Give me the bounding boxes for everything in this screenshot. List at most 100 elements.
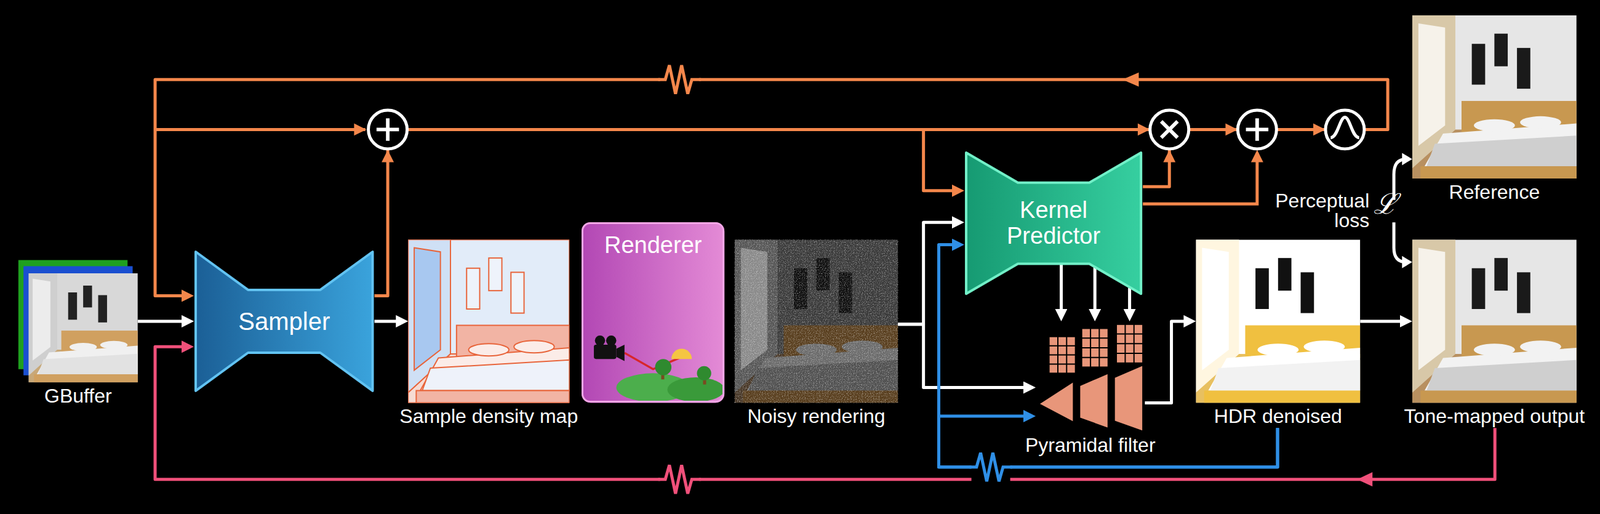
- network-block: Sampler: [193, 249, 375, 393]
- density-map-image: [408, 239, 570, 403]
- image-area: [734, 239, 898, 403]
- orange-arrowheads: [1225, 123, 1238, 136]
- pyramid-filter-icon: [1079, 372, 1108, 428]
- renderer-illustration: [606, 335, 617, 346]
- caption-holder: GBuffer: [18, 384, 138, 408]
- resistor-symbol: [658, 65, 702, 94]
- sum-node: [1237, 110, 1277, 149]
- pyramid-filter-icon: [1081, 328, 1109, 367]
- pink-arrowhead: [1356, 472, 1373, 487]
- image-caption: Pyramidal filter: [1025, 433, 1156, 457]
- image-area: [1412, 15, 1577, 179]
- resistor-symbol: [658, 464, 702, 493]
- filter-icon-node: Pyramidal filter: [1035, 321, 1145, 457]
- resistor-symbol: [658, 64, 702, 95]
- connector: [374, 319, 402, 323]
- block-label: Kernel Predictor: [982, 197, 1125, 250]
- gaussian-node: [1325, 110, 1365, 149]
- image-area: [18, 259, 138, 383]
- connector: [1128, 288, 1132, 314]
- renderer-illustration: [697, 366, 712, 381]
- loss-label: Perceptual loss: [1267, 190, 1370, 231]
- noisy-image: [734, 239, 898, 403]
- product-node: [1150, 110, 1189, 149]
- loss-arrowheads: [1401, 153, 1413, 269]
- orange-arrowheads: [1251, 150, 1264, 163]
- hdr-image: [1195, 239, 1360, 403]
- pyramid-filter-icon: [1114, 364, 1143, 432]
- loss-symbol: ℒ: [1373, 189, 1397, 218]
- label-holder: Kernel Predictor: [964, 150, 1143, 296]
- image-panel: HDR denoised: [1195, 239, 1360, 428]
- image-panel: GBuffer: [18, 259, 138, 408]
- image-panel: Noisy rendering: [734, 239, 898, 428]
- sum-node: [368, 110, 408, 149]
- renderer-illustration: [655, 358, 672, 376]
- pyramid-filter-icon: [1038, 324, 1143, 432]
- caption-holder: Sample density map: [408, 404, 570, 428]
- sum-node: [1246, 118, 1269, 141]
- gaussian-node: [1330, 117, 1359, 138]
- renderer-illustration: [616, 344, 625, 362]
- renderer-box-fill: [581, 222, 725, 403]
- pyramid-filter-icon: [1116, 324, 1143, 364]
- loss-arrowheads: [1401, 256, 1413, 269]
- image-caption: HDR denoised: [1214, 404, 1343, 428]
- connector: [1144, 321, 1189, 404]
- connector: [1059, 264, 1063, 314]
- loss-arrowheads: [1401, 153, 1413, 166]
- pyramid-filter-icon: [1116, 324, 1143, 364]
- caption-holder: Reference: [1412, 180, 1577, 204]
- pyramid-filter-icon: [1038, 381, 1074, 423]
- bowtie-shape: [966, 152, 1141, 294]
- orange-arrowheads: [381, 150, 394, 163]
- renderer-illustration: [593, 344, 616, 359]
- renderer-illustration: [667, 377, 725, 402]
- hdr-image: [1195, 239, 1360, 403]
- image-area: [1035, 321, 1145, 432]
- connector: [1360, 319, 1405, 323]
- network-block: Kernel Predictor: [964, 150, 1143, 296]
- orange-arrowheads: [1163, 150, 1176, 163]
- reference-image: [1412, 15, 1577, 179]
- tonemapped-image: [1412, 239, 1577, 403]
- orange-arrowheads: [353, 72, 1326, 163]
- orange-arrowheads: [1313, 123, 1326, 136]
- pyramid-filter-icon: [1049, 336, 1076, 374]
- density-map-image: [408, 239, 570, 403]
- image-caption: Sample density map: [399, 404, 578, 428]
- connector: [1093, 267, 1097, 314]
- image-area: [1195, 239, 1360, 403]
- gbuffer-image: [28, 273, 138, 383]
- image-area: [1412, 239, 1577, 403]
- connector: [137, 319, 187, 323]
- sum-node: [376, 118, 399, 141]
- noisy-image: [734, 239, 898, 403]
- bowtie-shape: [195, 251, 373, 391]
- resistor-symbol: [658, 464, 702, 495]
- pyramid-filter-icon: [1081, 328, 1109, 367]
- connector: [897, 222, 957, 325]
- loss-bracket: [1393, 222, 1407, 263]
- renderer-illustration: [593, 335, 725, 402]
- pyramid-filter-icon: [1049, 336, 1076, 374]
- label-holder: Sampler: [193, 249, 375, 393]
- image-caption: Reference: [1449, 180, 1541, 204]
- renderer-box: Renderer: [581, 222, 725, 403]
- orange-feedback-lines: [923, 128, 1149, 132]
- noisy-image: [734, 239, 898, 403]
- product-node: [1161, 121, 1178, 138]
- image-area: [408, 239, 570, 403]
- image-caption: Tone-mapped output: [1404, 404, 1586, 428]
- caption-holder: Tone-mapped output: [1412, 404, 1577, 428]
- gbuffer-image: [18, 259, 138, 383]
- gaussian-node: [1325, 110, 1365, 149]
- orange-arrowheads: [353, 123, 367, 136]
- orange-arrowheads: [1122, 72, 1140, 87]
- resistor-symbol: [969, 451, 1013, 483]
- orange-feedback-lines: [1142, 153, 1258, 205]
- caption-holder: HDR denoised: [1195, 404, 1360, 428]
- caption-holder: Noisy rendering: [734, 404, 898, 428]
